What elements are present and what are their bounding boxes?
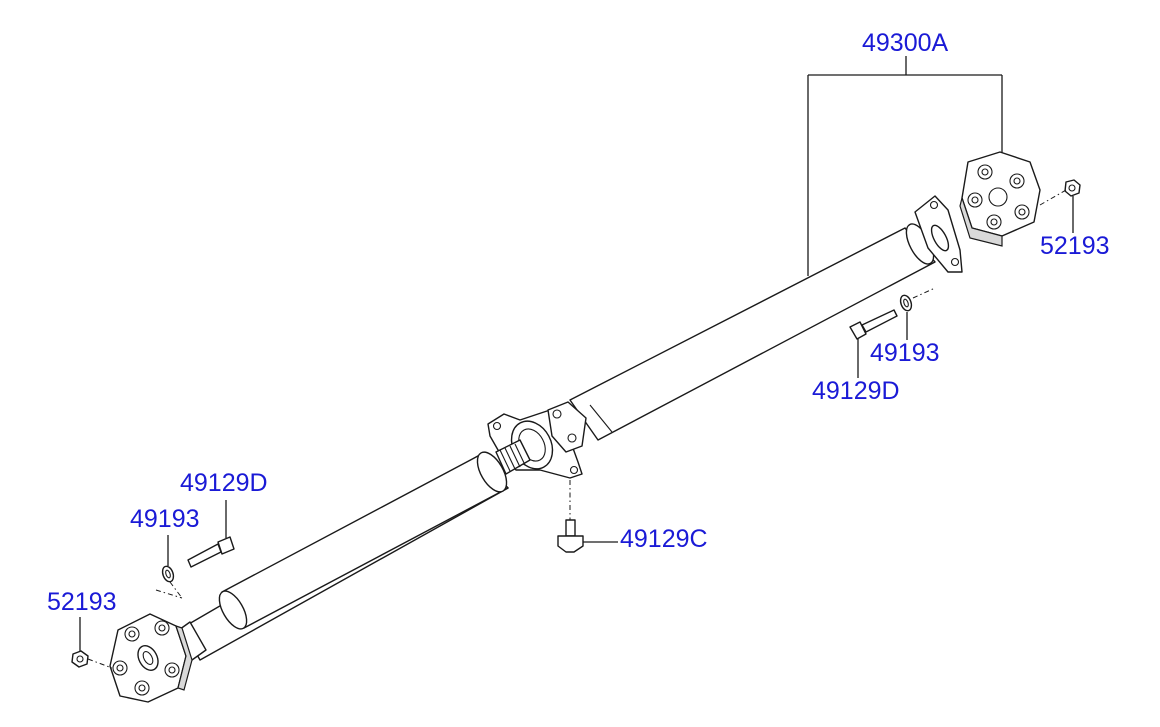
callout-49300A: 49300A xyxy=(862,29,949,57)
callout-49129D-left: 49129D xyxy=(180,469,268,497)
assembly-bracket-leader xyxy=(807,56,1003,276)
left-flex-coupling xyxy=(109,613,193,703)
callout-52193-right: 52193 xyxy=(1040,232,1110,260)
left-nut xyxy=(71,617,113,669)
callout-49193-left: 49193 xyxy=(130,505,200,533)
right-yoke-flange xyxy=(914,195,963,273)
callout-49129C: 49129C xyxy=(620,525,708,553)
right-nut xyxy=(1039,179,1081,233)
right-washer-and-bolt xyxy=(849,287,936,378)
right-flex-coupling xyxy=(959,151,1041,247)
left-washer-and-bolt xyxy=(155,500,235,599)
splined-section xyxy=(495,439,531,475)
center-bearing-bolt xyxy=(557,480,618,553)
front-shaft-tube xyxy=(175,451,509,661)
callout-52193-left: 52193 xyxy=(47,588,117,616)
callout-49193-right: 49193 xyxy=(870,339,940,367)
rear-shaft-tube xyxy=(569,223,936,441)
callout-49129D-right: 49129D xyxy=(812,377,900,405)
